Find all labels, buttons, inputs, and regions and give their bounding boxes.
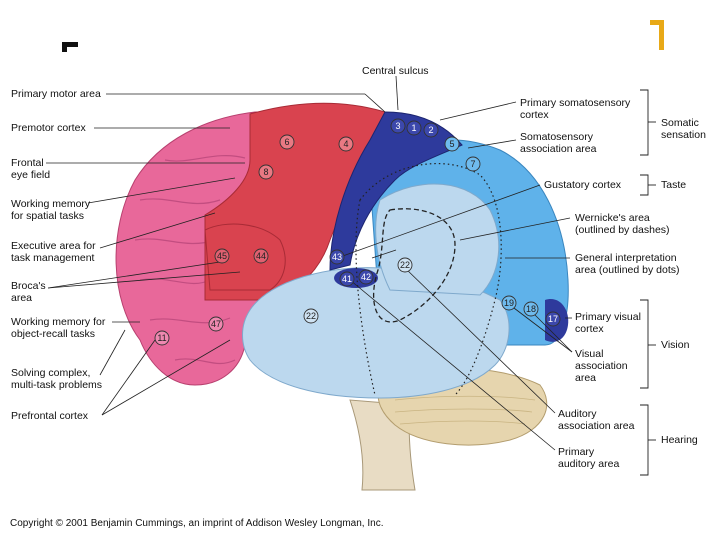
label-frontal-eye-field: Frontal eye field xyxy=(11,157,51,181)
label-brocas-area: Broca's area xyxy=(11,280,46,304)
label-somatosensory-association: Somatosensory association area xyxy=(520,131,597,155)
area-43: 43 xyxy=(332,252,342,262)
group-taste: Taste xyxy=(661,179,687,191)
label-visual-association: Visual association area xyxy=(575,348,628,384)
area-8: 8 xyxy=(263,167,268,177)
label-primary-somatosensory: Primary somatosensory cortex xyxy=(520,97,631,121)
label-central-sulcus: Central sulcus xyxy=(362,65,429,77)
group-vision: Vision xyxy=(661,339,690,351)
label-general-interpretation: General interpretation area (outlined by… xyxy=(575,252,680,276)
label-gustatory-cortex: Gustatory cortex xyxy=(544,179,622,191)
area-44: 44 xyxy=(256,251,266,261)
area-18: 18 xyxy=(526,304,536,314)
area-45: 45 xyxy=(217,251,227,261)
label-executive-area: Executive area for task management xyxy=(11,240,96,264)
label-primary-motor-area: Primary motor area xyxy=(11,88,101,100)
area-7: 7 xyxy=(470,159,475,169)
association-area xyxy=(375,183,500,296)
area-3: 3 xyxy=(395,121,400,131)
area-2: 2 xyxy=(428,125,433,135)
area-22-lower: 22 xyxy=(306,311,316,321)
somatosensory-strip xyxy=(329,111,463,271)
area-19: 19 xyxy=(504,298,514,308)
area-4: 4 xyxy=(343,139,348,149)
area-17: 17 xyxy=(548,314,558,324)
area-47: 47 xyxy=(211,319,221,329)
label-working-memory-spatial: Working memory for spatial tasks xyxy=(11,198,91,222)
temporal-lobe xyxy=(242,267,510,399)
area-6: 6 xyxy=(284,137,289,147)
area-5: 5 xyxy=(449,139,454,149)
label-auditory-association: Auditory association area xyxy=(558,408,635,432)
wernicke-outline xyxy=(372,208,456,323)
label-working-memory-object: Working memory for object-recall tasks xyxy=(11,316,106,340)
label-wernickes-area: Wernicke's area (outlined by dashes) xyxy=(575,212,670,236)
label-primary-visual-cortex: Primary visual cortex xyxy=(575,311,641,335)
area-22-upper: 22 xyxy=(400,260,410,270)
corner-mark-top-right xyxy=(650,20,664,50)
general-interpretation-outline xyxy=(355,162,502,396)
area-11: 11 xyxy=(157,333,166,343)
label-prefrontal-cortex: Prefrontal cortex xyxy=(11,410,89,422)
label-primary-auditory: Primary auditory area xyxy=(558,446,620,470)
copyright-notice: Copyright © 2001 Benjamin Cummings, an i… xyxy=(10,518,384,529)
area-42: 42 xyxy=(361,272,371,282)
area-41: 41 xyxy=(342,274,352,284)
corner-mark-top-left xyxy=(62,42,78,52)
area-1: 1 xyxy=(411,123,416,133)
group-hearing: Hearing xyxy=(661,434,698,446)
label-solving-complex: Solving complex, multi-task problems xyxy=(11,367,103,391)
label-premotor-cortex: Premotor cortex xyxy=(11,122,86,134)
group-somatic-sensation: Somatic sensation xyxy=(661,117,706,141)
